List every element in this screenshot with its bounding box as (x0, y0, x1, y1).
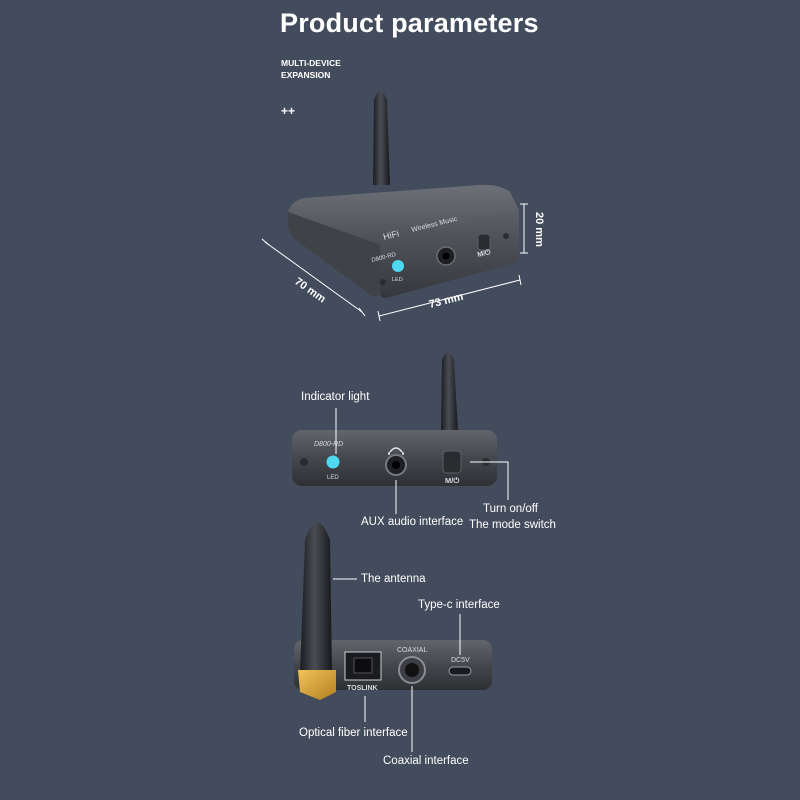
callout-typec: Type-c interface (418, 599, 500, 611)
device3-coaxial-label: COAXIAL (397, 647, 427, 654)
device3-toslink-label: TOSLINK (347, 685, 378, 692)
device2-callout-lines (335, 408, 509, 514)
callout-power-line1: Turn on/off (483, 503, 538, 515)
dimension-depth: 70 mm (292, 276, 328, 306)
device2-model-label: D800-RD (314, 441, 343, 448)
dimension-width: 73 mm (428, 291, 465, 311)
tagline-line-1: MULTI-DEVICE (281, 58, 341, 68)
device2-front-panel (292, 430, 497, 486)
device3-antenna (298, 522, 336, 700)
dimension-height: 20 mm (533, 212, 545, 247)
device2-mode-label: M/⏻ (445, 476, 460, 485)
callout-indicator-light: Indicator light (301, 391, 370, 403)
device1-led-label: LED (392, 277, 403, 283)
device1-antenna (373, 91, 390, 185)
device3-callout-lines (333, 578, 461, 752)
screw-icon (300, 458, 308, 466)
dimension-lines (261, 203, 528, 322)
screw-icon (503, 233, 509, 239)
power-button (477, 233, 491, 251)
device3-rear-panel (294, 640, 492, 690)
screw-icon (380, 279, 386, 285)
tagline-line-2: EXPANSION (281, 70, 331, 80)
gold-connector (298, 670, 336, 700)
tagline: MULTI-DEVICE EXPANSION (281, 57, 341, 81)
plus-mark: ++ (281, 104, 296, 118)
power-button (442, 450, 462, 474)
callout-antenna: The antenna (361, 573, 426, 585)
device2-antenna (441, 352, 458, 432)
page-title: Product parameters (280, 8, 539, 38)
device1-body (287, 184, 519, 299)
callout-power-line2: The mode switch (469, 519, 556, 531)
device3-dc-label: DC5V (451, 657, 470, 664)
callout-optical: Optical fiber interface (299, 727, 408, 739)
device2-led-label: LED (327, 475, 339, 481)
device1-hifi-label: HiFi (382, 228, 400, 242)
callout-coax: Coaxial interface (383, 755, 469, 767)
typec-port (448, 666, 472, 676)
led-indicator (326, 455, 340, 469)
headphone-icon (388, 447, 404, 455)
device1-mode-label: M/⏻ (477, 248, 492, 259)
led-indicator (392, 260, 404, 272)
callout-aux: AUX audio interface (361, 516, 464, 528)
